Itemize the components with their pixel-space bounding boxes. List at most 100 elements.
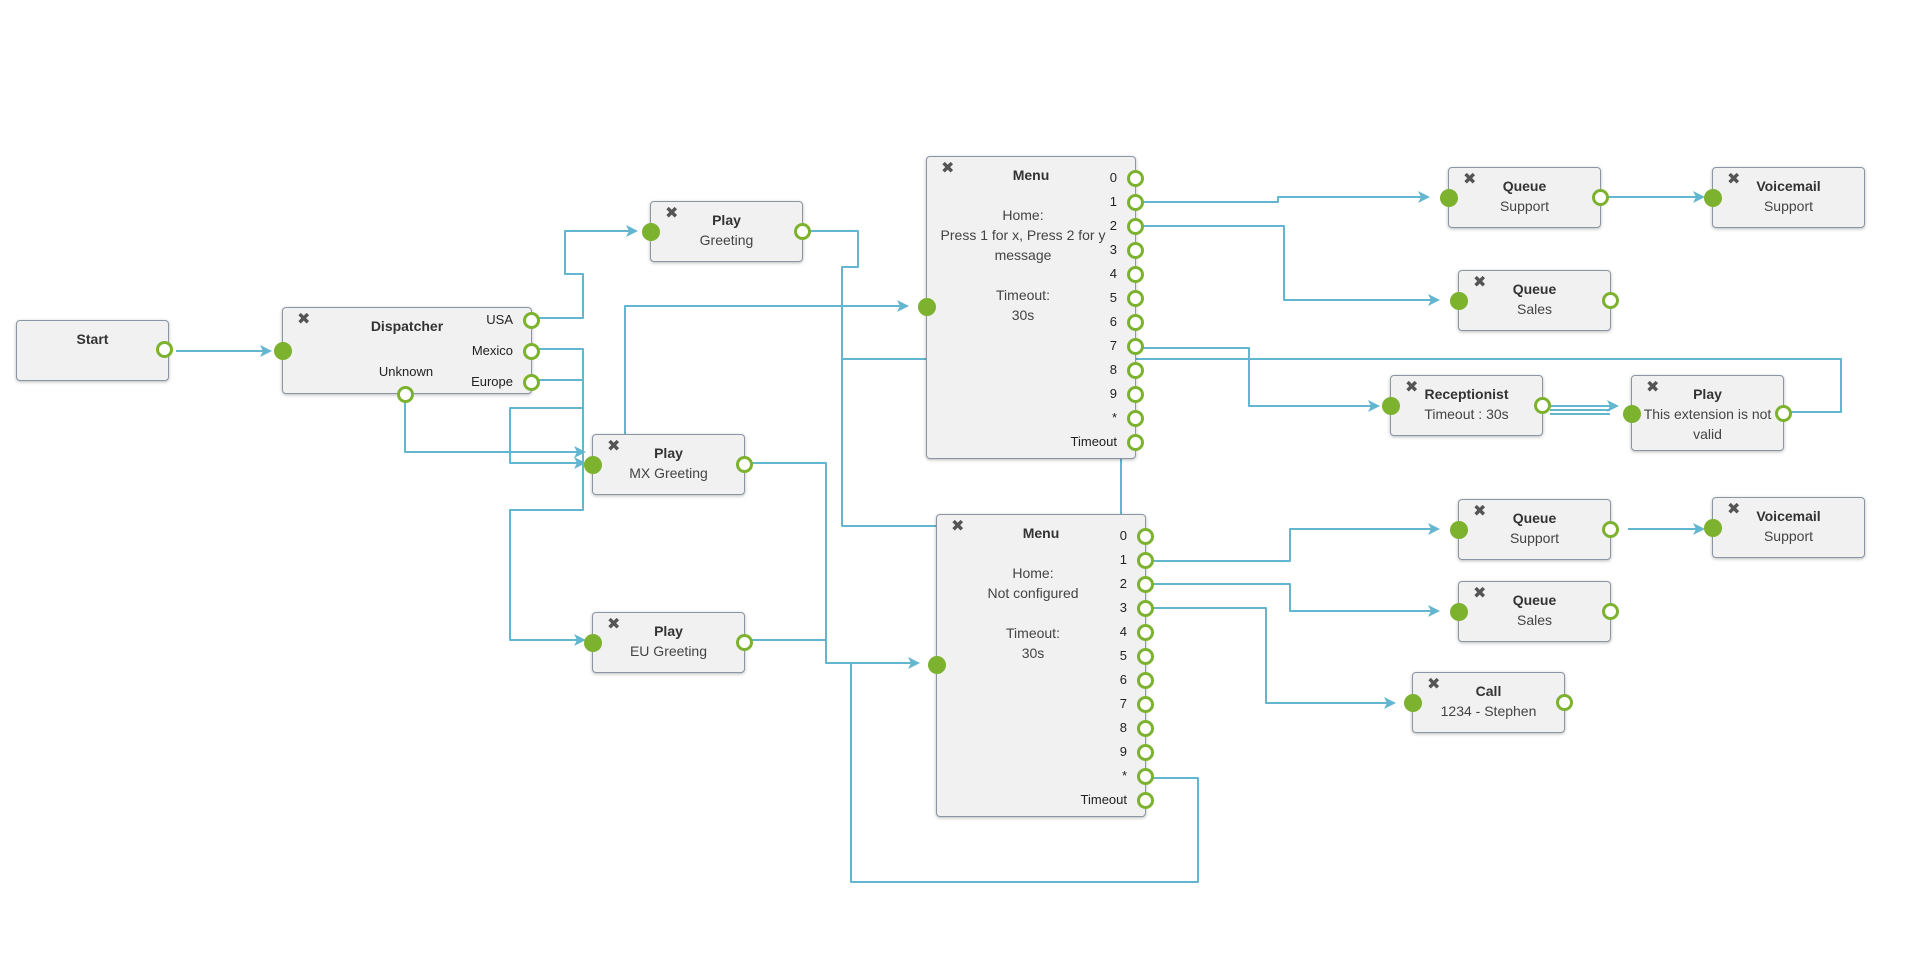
input-port[interactable]: [1450, 521, 1468, 539]
output-port-4[interactable]: [1127, 266, 1144, 283]
play-greeting-node[interactable]: ✖ Play Greeting: [642, 201, 811, 262]
x-close-icon[interactable]: ✖: [1646, 377, 1660, 396]
wire-europe-play-eu[interactable]: [509, 379, 586, 646]
play-invalid-extension-node[interactable]: ✖ Play This extension is not valid: [1623, 375, 1792, 451]
output-port-8[interactable]: [1137, 720, 1154, 737]
wire-receptionist-play-invalid-2[interactable]: [1550, 409, 1610, 415]
input-port[interactable]: [1440, 189, 1458, 207]
output-port-5[interactable]: [1137, 648, 1154, 665]
x-close-icon[interactable]: ✖: [1473, 583, 1487, 602]
x-close-icon[interactable]: ✖: [665, 203, 679, 222]
input-port[interactable]: [918, 298, 936, 316]
wire-menu2-2-queue-sales[interactable]: [1152, 583, 1440, 617]
output-port-star[interactable]: [1127, 410, 1144, 427]
queue-support-node-2[interactable]: ✖ Queue Support: [1450, 499, 1619, 560]
output-port-0[interactable]: [1127, 170, 1144, 187]
output-port-1[interactable]: [1137, 552, 1154, 569]
wire-menu2-3-call[interactable]: [1152, 607, 1396, 709]
output-port[interactable]: [1602, 292, 1619, 309]
input-port[interactable]: [1704, 519, 1722, 537]
output-port-mexico[interactable]: [523, 343, 540, 360]
input-port[interactable]: [584, 456, 602, 474]
voicemail-support-node-2[interactable]: ✖ Voicemail Support: [1704, 497, 1865, 558]
output-port[interactable]: [1602, 521, 1619, 538]
x-close-icon[interactable]: ✖: [1473, 272, 1487, 291]
wire-play-mx-menu1[interactable]: [624, 300, 909, 443]
input-port[interactable]: [1623, 405, 1641, 423]
output-port-europe[interactable]: [523, 374, 540, 391]
output-port[interactable]: [736, 634, 753, 651]
x-close-icon[interactable]: ✖: [1727, 499, 1741, 518]
wire-mexico-loop[interactable]: [509, 407, 586, 469]
queue-sales-node-2[interactable]: ✖ Queue Sales: [1450, 581, 1619, 642]
wire-menu1-2-queue-sales[interactable]: [1141, 225, 1440, 306]
output-port-5[interactable]: [1127, 290, 1144, 307]
x-close-icon[interactable]: ✖: [1427, 674, 1441, 693]
output-port-3[interactable]: [1137, 600, 1154, 617]
menu-node-home[interactable]: ✖ Menu Home: Press 1 for x, Press 2 for …: [918, 156, 1144, 459]
wire-mexico-play-mx[interactable]: [535, 348, 584, 463]
wire-menu1-1-queue-support[interactable]: [1141, 191, 1430, 203]
output-port[interactable]: [1775, 405, 1792, 422]
start-node[interactable]: Start: [16, 320, 173, 381]
output-port[interactable]: [1602, 603, 1619, 620]
receptionist-node[interactable]: ✖ Receptionist Timeout : 30s: [1382, 375, 1551, 436]
output-port-unknown[interactable]: [397, 386, 414, 403]
dispatcher-node[interactable]: ✖ Dispatcher USA Mexico Europe Unknown: [274, 307, 540, 403]
output-port-star[interactable]: [1137, 768, 1154, 785]
wire-play-eu-menu2[interactable]: [752, 639, 827, 663]
output-port-1[interactable]: [1127, 194, 1144, 211]
x-close-icon[interactable]: ✖: [941, 158, 955, 177]
wire-greeting-to-invalid-loop[interactable]: [842, 358, 1842, 413]
output-port-0[interactable]: [1137, 528, 1154, 545]
play-eu-greeting-node[interactable]: ✖ Play EU Greeting: [584, 612, 753, 673]
menu-node-not-configured[interactable]: ✖ Menu Home: Not configured Timeout: 30s…: [928, 514, 1154, 817]
call-node[interactable]: ✖ Call 1234 - Stephen: [1404, 672, 1573, 733]
x-close-icon[interactable]: ✖: [607, 614, 621, 633]
x-close-icon[interactable]: ✖: [1405, 377, 1419, 396]
wire-menu1-7-receptionist[interactable]: [1141, 347, 1380, 412]
output-port-7[interactable]: [1127, 338, 1144, 355]
input-port[interactable]: [1704, 189, 1722, 207]
queue-support-node[interactable]: ✖ Queue Support: [1440, 167, 1609, 228]
wire-play-mx-menu2[interactable]: [752, 462, 920, 669]
x-close-icon[interactable]: ✖: [1473, 501, 1487, 520]
output-port-6[interactable]: [1127, 314, 1144, 331]
input-port[interactable]: [1450, 292, 1468, 310]
wire-menu2-1-queue-support[interactable]: [1152, 523, 1440, 562]
wire-usa-play-greeting[interactable]: [535, 225, 638, 319]
output-port-2[interactable]: [1127, 218, 1144, 235]
output-port-usa[interactable]: [523, 312, 540, 329]
output-port-2[interactable]: [1137, 576, 1154, 593]
output-port-7[interactable]: [1137, 696, 1154, 713]
output-port[interactable]: [156, 341, 173, 358]
wire-menu2-star-loop[interactable]: [850, 662, 1199, 883]
output-port-9[interactable]: [1137, 744, 1154, 761]
x-close-icon[interactable]: ✖: [1727, 169, 1741, 188]
input-port[interactable]: [274, 342, 292, 360]
output-port-9[interactable]: [1127, 386, 1144, 403]
wire-unknown-play-mx[interactable]: [404, 400, 586, 458]
input-port[interactable]: [1450, 603, 1468, 621]
output-port-6[interactable]: [1137, 672, 1154, 689]
queue-sales-node[interactable]: ✖ Queue Sales: [1450, 270, 1619, 331]
output-port[interactable]: [736, 456, 753, 473]
input-port[interactable]: [928, 656, 946, 674]
voicemail-support-node[interactable]: ✖ Voicemail Support: [1704, 167, 1865, 228]
input-port[interactable]: [642, 223, 660, 241]
output-port-timeout[interactable]: [1127, 434, 1144, 451]
output-port[interactable]: [1592, 189, 1609, 206]
x-close-icon[interactable]: ✖: [1463, 169, 1477, 188]
x-close-icon[interactable]: ✖: [607, 436, 621, 455]
input-port[interactable]: [1382, 397, 1400, 415]
output-port[interactable]: [1556, 694, 1573, 711]
output-port[interactable]: [794, 223, 811, 240]
output-port-3[interactable]: [1127, 242, 1144, 259]
play-mx-greeting-node[interactable]: ✖ Play MX Greeting: [584, 434, 753, 495]
output-port-timeout[interactable]: [1137, 792, 1154, 809]
input-port[interactable]: [1404, 694, 1422, 712]
output-port[interactable]: [1534, 397, 1551, 414]
output-port-4[interactable]: [1137, 624, 1154, 641]
x-close-icon[interactable]: ✖: [951, 516, 965, 535]
